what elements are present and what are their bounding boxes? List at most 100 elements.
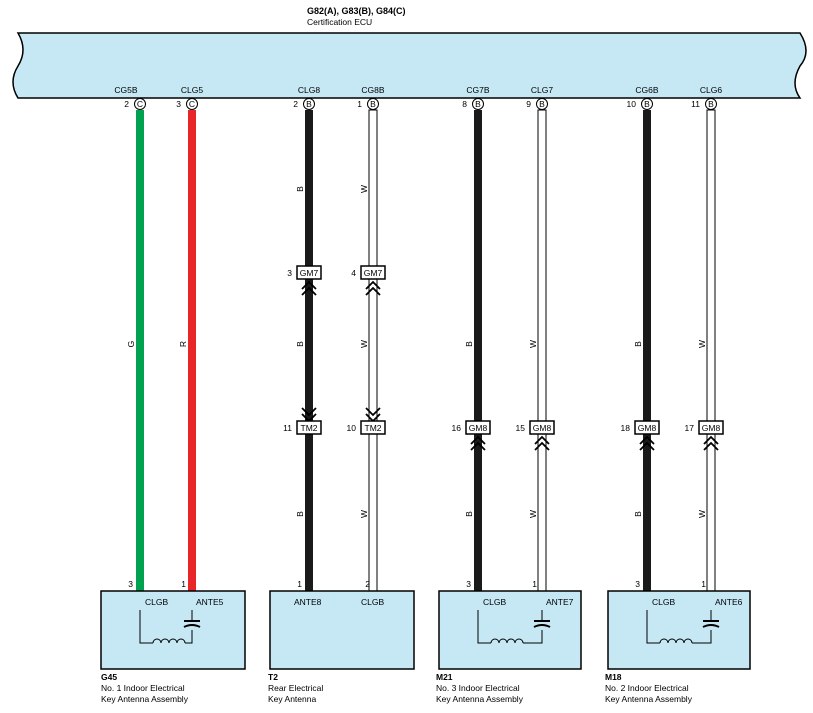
antenna-right-label: CLGB: [361, 597, 384, 607]
ecu-pin-name: CG6B: [635, 85, 658, 95]
connector-name: GM8: [469, 423, 488, 433]
wire-code-label: B: [295, 186, 305, 192]
connector-name: GM8: [702, 423, 721, 433]
ecu-pin-name: CLG7: [531, 85, 553, 95]
wire-code-label: G: [126, 341, 136, 348]
connector-name: GM8: [638, 423, 657, 433]
connector-box: [529, 420, 555, 435]
connector-box: [698, 420, 724, 435]
ecu-pin-5: CG7B 8 B: [462, 85, 490, 110]
connector-box: [634, 420, 660, 435]
wire-black: [643, 110, 651, 591]
wires: [136, 109, 716, 592]
ecu-pin-circle: [134, 98, 146, 110]
wire-code-label: W: [697, 510, 707, 518]
connector-box: [296, 265, 322, 280]
connector-arrow-icon: [534, 435, 550, 451]
ecu-body: [12, 32, 807, 99]
connector-pin-number: 17: [685, 423, 695, 433]
wire-code-label: B: [633, 341, 643, 347]
ecu-pin-number: 9: [526, 99, 531, 109]
ecu-pin-letter: C: [137, 99, 143, 109]
connector-gm7-b: 4 GM7: [351, 265, 386, 296]
connector-arrow-icon: [703, 435, 719, 451]
capacitor-icon: [183, 620, 201, 628]
wire-code-label: W: [697, 340, 707, 348]
antenna-id: M18: [605, 672, 622, 682]
antenna-id: G45: [101, 672, 117, 682]
connector-name: GM7: [300, 268, 319, 278]
antenna-name-line1: No. 2 Indoor Electrical: [605, 683, 689, 693]
wire-code-label: B: [633, 511, 643, 517]
ecu-pin-number: 3: [176, 99, 181, 109]
ecu-pin-number: 11: [691, 99, 700, 109]
ecu-pin-number: 1: [357, 99, 362, 109]
antenna-box: [269, 590, 415, 670]
connector-gm8-c: 18 GM8: [621, 420, 660, 451]
wire-code-label: B: [295, 511, 305, 517]
connector-pin-number: 10: [347, 423, 357, 433]
wire-code-label: W: [359, 185, 369, 193]
antenna-left-label: ANTE8: [294, 597, 322, 607]
connector-pin-number: 11: [283, 423, 292, 433]
antenna-right-label: ANTE7: [546, 597, 574, 607]
antenna-left-label: CLGB: [483, 597, 506, 607]
connector-gm7-a: 3 GM7: [287, 265, 322, 296]
wire-code-label: W: [528, 510, 538, 518]
ecu-pin-number: 2: [293, 99, 298, 109]
ecu-pin-name: CG8B: [361, 85, 384, 95]
ecu-pin-letter: B: [475, 99, 481, 109]
antenna-left-label: CLGB: [145, 597, 168, 607]
antenna-m18: 3 1 CLGB ANTE6 M18 No. 2 Indoor Electric…: [605, 579, 751, 704]
wire-code-label: B: [464, 341, 474, 347]
antenna-pin-left: 1: [297, 579, 302, 589]
connector-pin-number: 3: [287, 268, 292, 278]
ecu-pin-circle: [186, 98, 198, 110]
connector-gm8-b: 15 GM8: [516, 420, 555, 451]
ecu-pin-2: CLG5 3 C: [176, 85, 203, 110]
wire-green: [136, 110, 144, 591]
ecu-pin-number: 8: [462, 99, 467, 109]
wire-white: [537, 109, 547, 592]
connector-arrow-icon: [301, 280, 317, 296]
ecu-pin-circle: [472, 98, 484, 110]
antenna-g45: 3 1 CLGB ANTE5 G45 No. 1 Indoor Electric…: [100, 579, 246, 704]
connector-box: [360, 420, 386, 435]
wire-code-label: R: [178, 341, 188, 347]
connector-box: [465, 420, 491, 435]
ecu-pin-name: CG7B: [466, 85, 489, 95]
ecu-pin-letter: B: [644, 99, 650, 109]
wire-code-label: B: [464, 511, 474, 517]
ecu-pin-number: 2: [124, 99, 129, 109]
antenna-pin-right: 1: [532, 579, 537, 589]
connector-name: GM8: [533, 423, 552, 433]
antenna-box: [438, 590, 582, 670]
connector-tm2-b: 10 TM2: [347, 407, 386, 435]
ecu-pin-name: CG5B: [114, 85, 137, 95]
antenna-box: [607, 590, 751, 670]
ecu-pin-3: CLG8 2 B: [293, 85, 320, 110]
connector-pin-number: 18: [621, 423, 631, 433]
antenna-pin-right: 2: [365, 579, 370, 589]
antenna-t2: 1 2 ANTE8 CLGB T2 Rear Electrical Key An…: [268, 579, 415, 704]
wire-white: [706, 109, 716, 592]
antenna-pin-right: 1: [181, 579, 186, 589]
ecu-pin-name: CLG5: [181, 85, 203, 95]
connector-tm2-a: 11 TM2: [283, 407, 322, 435]
connector-gm8-a: 16 GM8: [452, 420, 491, 451]
antenna-id: T2: [268, 672, 278, 682]
connector-pin-number: 16: [452, 423, 462, 433]
wire-black: [474, 110, 482, 591]
ecu-pin-letter: B: [539, 99, 545, 109]
antenna-box: [100, 590, 246, 670]
connector-name: TM2: [301, 423, 318, 433]
antenna-pin-left: 3: [128, 579, 133, 589]
antenna-pin-left: 3: [466, 579, 471, 589]
antenna-name-line2: Key Antenna Assembly: [101, 694, 189, 704]
ecu-pin-8: CLG6 11 B: [691, 85, 722, 110]
antenna-circuit: [646, 610, 712, 644]
ecu-pin-letter: B: [708, 99, 714, 109]
antenna-pin-right: 1: [701, 579, 706, 589]
antenna-name-line1: Rear Electrical: [268, 683, 323, 693]
